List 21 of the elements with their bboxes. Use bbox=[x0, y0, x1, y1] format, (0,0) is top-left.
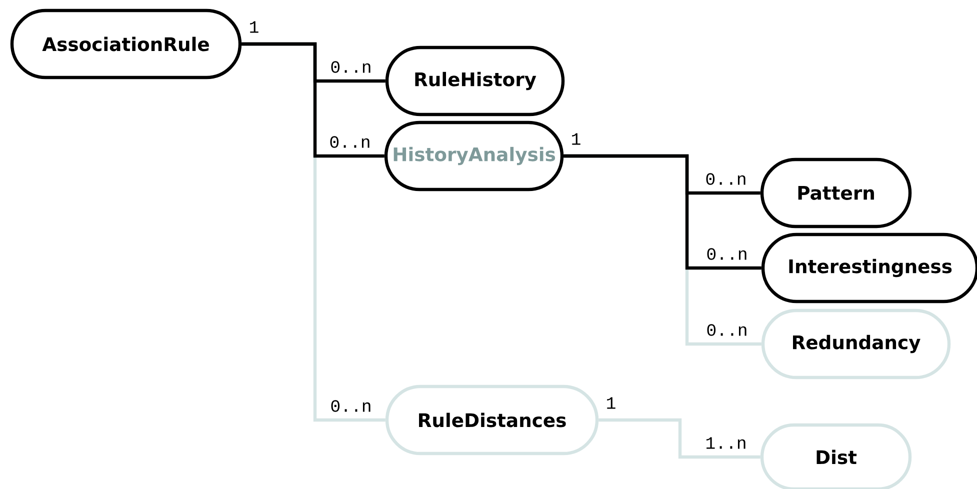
entity-box: Redundancy bbox=[761, 308, 951, 380]
multiplicity-label: 0..n bbox=[330, 136, 370, 148]
entity-box: Pattern bbox=[760, 158, 912, 228]
multiplicity-label: 0..n bbox=[331, 400, 370, 412]
connector-line bbox=[598, 418, 760, 459]
multiplicity-label: 0..n bbox=[706, 173, 746, 185]
entity-box: Dist bbox=[760, 423, 912, 489]
multiplicity-label: 1..n bbox=[706, 437, 746, 449]
multiplicity-label: 0..n bbox=[707, 248, 746, 260]
multiplicity-label: 0..n bbox=[707, 324, 746, 336]
connector-line bbox=[564, 154, 762, 270]
entity-box: RuleDistances bbox=[385, 384, 599, 456]
entity-box: RuleHistory bbox=[385, 46, 565, 116]
connector-line bbox=[242, 42, 384, 158]
entity-box: Interestingness bbox=[761, 232, 977, 304]
multiplicity-label: 1 bbox=[572, 133, 580, 145]
entity-box: AssociationRule bbox=[10, 8, 242, 80]
multiplicity-label: 1 bbox=[250, 21, 258, 33]
multiplicity-label: 0..n bbox=[331, 61, 370, 73]
multiplicity-label: 1 bbox=[607, 397, 616, 409]
entity-box: HistoryAnalysis bbox=[384, 120, 564, 192]
